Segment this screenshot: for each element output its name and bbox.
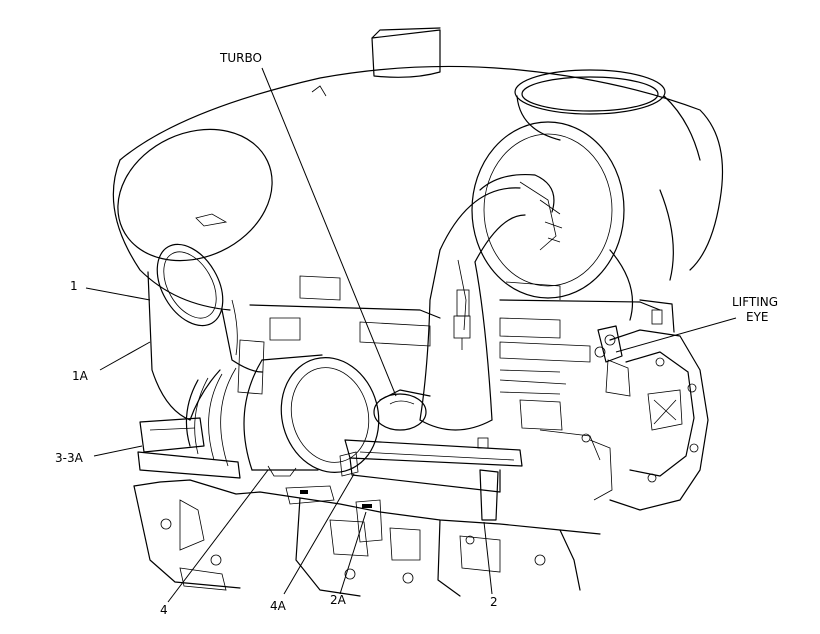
label-turbo: TURBO (219, 51, 262, 65)
leader-1a (99, 341, 151, 371)
label-3-3a: 3-3A (55, 451, 84, 465)
leader-turbo (261, 67, 397, 397)
leader-lines (85, 67, 737, 603)
label-4a: 4A (270, 599, 287, 613)
label-2a: 2A (330, 593, 347, 607)
mounting-bracket (344, 437, 523, 521)
cylinder-head (237, 275, 661, 461)
leader-2a (339, 511, 367, 595)
leader-lifting-eye (615, 317, 737, 353)
lifting-eye (597, 325, 623, 363)
label-1: 1 (70, 279, 78, 293)
lower-support (137, 417, 241, 479)
inlet-elbow (147, 243, 263, 421)
label-1a: 1A (72, 369, 89, 383)
label-2: 2 (490, 595, 498, 609)
filter-canister (185, 354, 380, 477)
intake-ring (514, 69, 701, 161)
engine-block (133, 479, 601, 597)
label-lifting-eye-line2: EYE (746, 310, 769, 324)
clamp-hardware (285, 451, 383, 543)
timing-cover (589, 299, 709, 511)
leader-4 (167, 469, 269, 603)
label-4: 4 (160, 603, 168, 617)
turbo-elbow-pipe (419, 187, 526, 431)
turbo-adapter (373, 389, 431, 431)
leader-2 (483, 521, 493, 595)
leader-4a (283, 473, 355, 595)
label-lifting-eye-line1: LIFTING (732, 295, 778, 309)
air-cleaner-housing (112, 27, 724, 311)
turbo-housing (471, 121, 674, 321)
leader-1 (85, 287, 151, 301)
leader-3-3a (93, 445, 143, 457)
